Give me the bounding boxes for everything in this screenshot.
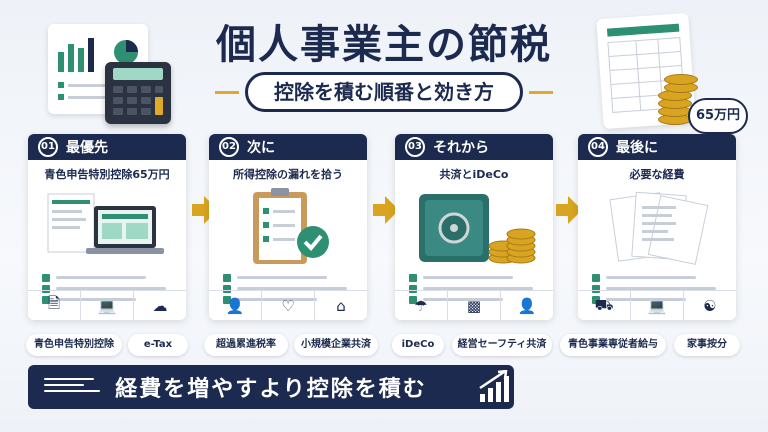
step-number: 03	[405, 137, 425, 157]
clipboard-check-illustration	[209, 186, 367, 270]
keyword-tag: 家事按分	[674, 334, 740, 356]
checklist	[395, 272, 553, 305]
step-icon-row: ⛟ 💻 ☯	[578, 290, 736, 320]
utensils-icon: ☯	[703, 296, 717, 315]
keyword-tag: iDeCo	[392, 334, 444, 356]
banner-text: 経費を増やすより控除を積む	[115, 377, 427, 402]
cloud-upload-icon: ☁	[152, 296, 168, 315]
step-header: 01 最優先	[28, 134, 186, 160]
document-icon: 🗎	[28, 291, 81, 320]
bottom-banner: 経費を増やすより控除を積む	[28, 365, 514, 409]
checklist	[209, 272, 367, 305]
step-icon-row: 🗎 💻 ☁	[28, 290, 186, 320]
subtitle-rule-left	[215, 91, 239, 94]
laptop-icon: 💻	[631, 291, 684, 320]
laptop-documents-illustration	[28, 186, 186, 270]
receipts-illustration	[578, 186, 736, 270]
arrow-right-icon	[373, 196, 399, 224]
coin-stack-icon	[650, 70, 700, 130]
tax-form-illustration	[596, 12, 696, 130]
step-subtitle: 所得控除の漏れを拾う	[233, 168, 343, 181]
step-card-3: 03 それから 共済とiDeCo ☂ ▩ 👤	[395, 134, 553, 320]
step-title: 最後に	[616, 140, 658, 156]
step-title: 最優先	[66, 140, 108, 156]
step-title: 次に	[247, 140, 275, 156]
laptop-icon: 💻	[81, 291, 134, 320]
step-card-1: 01 最優先 青色申告特別控除65万円 🗎 💻 ☁	[28, 134, 186, 320]
subtitle: 控除を積む順番と効き方	[245, 72, 523, 112]
person-icon: 👤	[517, 296, 537, 315]
step-number: 02	[219, 137, 239, 157]
keyword-tag: 小規模企業共済	[294, 334, 378, 356]
step-subtitle: 青色申告特別控除65万円	[44, 168, 170, 181]
trend-up-chart-icon	[478, 369, 510, 404]
arrow-right-icon	[556, 196, 582, 224]
step-header: 03 それから	[395, 134, 553, 160]
car-icon: ⛟	[578, 291, 631, 320]
step-icon-row: 👤 ♡ ⌂	[209, 290, 367, 320]
step-subtitle: 共済とiDeCo	[439, 168, 509, 181]
checklist	[28, 272, 186, 305]
speed-lines-icon	[44, 378, 104, 398]
house-icon: ⌂	[336, 296, 346, 315]
subtitle-container: 控除を積む順番と効き方	[215, 72, 553, 112]
keyword-tag: e-Tax	[128, 334, 188, 356]
subtitle-rule-right	[529, 91, 553, 94]
step-header: 04 最後に	[578, 134, 736, 160]
step-number: 04	[588, 137, 608, 157]
arrow-right-icon	[192, 196, 218, 224]
umbrella-icon: ☂	[395, 291, 448, 320]
step-icon-row: ☂ ▩ 👤	[395, 290, 553, 320]
amount-badge: 65万円	[688, 98, 748, 134]
bar-chart-icon: ▩	[448, 291, 501, 320]
checklist	[578, 272, 736, 305]
keyword-tag: 超過累進税率	[204, 334, 288, 356]
page-title: 個人事業主の節税	[216, 22, 552, 68]
keyword-tag: 経営セーフティ共済	[452, 334, 552, 356]
step-title: それから	[433, 140, 489, 156]
person-icon: 👤	[209, 291, 262, 320]
step-card-4: 04 最後に 必要な経費 ⛟ 💻 ☯	[578, 134, 736, 320]
step-subtitle: 必要な経費	[629, 168, 685, 181]
heartbeat-icon: ♡	[262, 291, 315, 320]
calculator-icon	[105, 62, 171, 124]
step-number: 01	[38, 137, 58, 157]
keyword-tag: 青色事業専従者給与	[560, 334, 666, 356]
keyword-tag: 青色申告特別控除	[26, 334, 122, 356]
step-card-2: 02 次に 所得控除の漏れを拾う 👤 ♡ ⌂	[209, 134, 367, 320]
safe-coins-illustration	[395, 186, 553, 270]
step-header: 02 次に	[209, 134, 367, 160]
